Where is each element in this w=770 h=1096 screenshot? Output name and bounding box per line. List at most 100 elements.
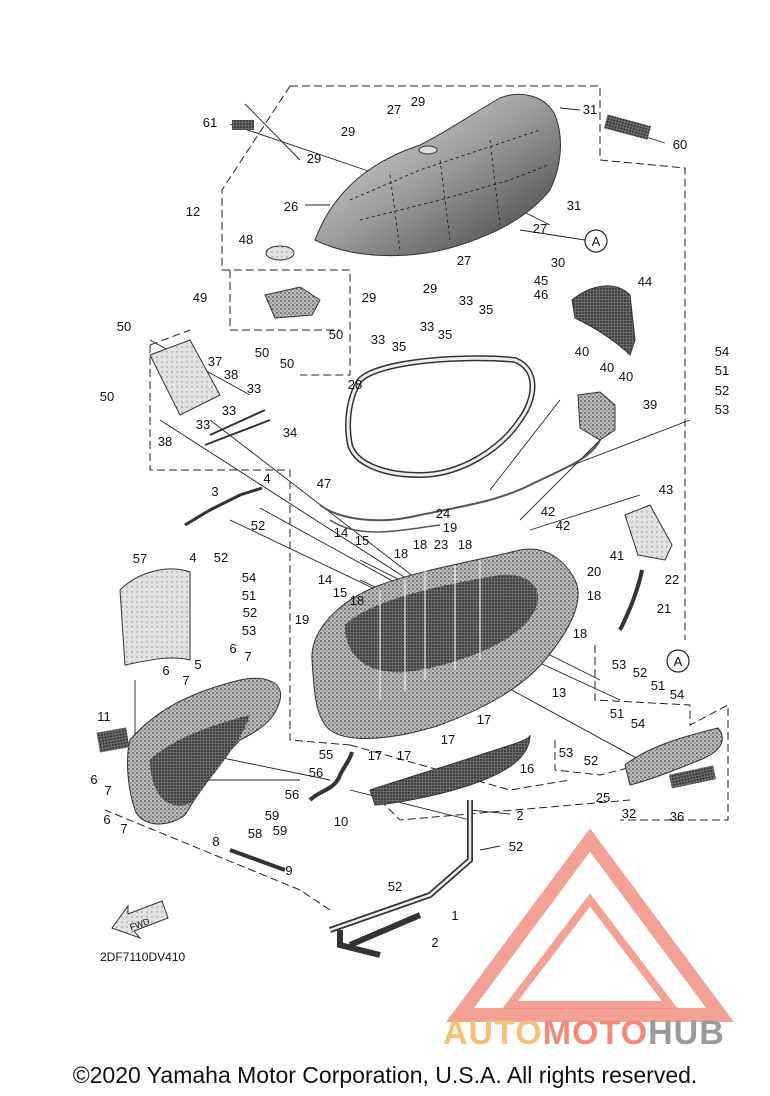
callout-c56b: 56: [285, 787, 299, 802]
callout-c54d: 54: [631, 716, 645, 731]
callout-c44: 44: [638, 274, 652, 289]
callout-c15b: 15: [333, 585, 347, 600]
callout-c35c: 35: [392, 339, 406, 354]
callout-c47: 47: [317, 476, 331, 491]
callout-c59b: 59: [273, 823, 287, 838]
callout-c26: 26: [284, 199, 298, 214]
callout-c24: 24: [436, 506, 450, 521]
callout-c51a: 51: [715, 363, 729, 378]
callout-c52f: 52: [584, 753, 598, 768]
callout-c53d: 53: [559, 745, 573, 760]
ref-marker-a1: A: [584, 229, 608, 253]
callout-c17a: 17: [477, 712, 491, 727]
callout-c6c: 6: [90, 772, 97, 787]
callout-c54a: 54: [715, 344, 729, 359]
callout-c52a: 52: [715, 383, 729, 398]
callout-c18a: 18: [394, 546, 408, 561]
cap-48: [265, 245, 295, 261]
callout-c42a: 42: [541, 504, 555, 519]
callout-c51c: 51: [651, 678, 665, 693]
callout-c33d: 33: [247, 381, 261, 396]
callout-c4b: 4: [189, 550, 196, 565]
drawing-code: 2DF7110DV410: [100, 950, 185, 964]
reflector-36: [669, 765, 716, 789]
callout-c33e: 33: [222, 403, 236, 418]
seat-26: [314, 93, 561, 257]
callout-c17b: 17: [441, 732, 455, 747]
cable-a: [329, 519, 441, 533]
callout-c42b: 42: [556, 518, 570, 533]
callout-c27a: 27: [387, 102, 401, 117]
cable-47: [319, 439, 601, 522]
callout-c58: 58: [248, 826, 262, 841]
callout-c29c: 29: [307, 151, 321, 166]
callout-c29b: 29: [341, 124, 355, 139]
callout-c16: 16: [520, 761, 534, 776]
callout-c6a: 6: [162, 663, 169, 678]
callout-c29d: 29: [362, 290, 376, 305]
callout-c18f: 18: [573, 626, 587, 641]
callout-c50c: 50: [255, 345, 269, 360]
callout-c40c: 40: [619, 369, 633, 384]
storage-box: [311, 548, 579, 739]
callout-c40a: 40: [575, 344, 589, 359]
callout-c29a: 29: [411, 94, 425, 109]
callout-c52g: 52: [509, 839, 523, 854]
callout-c34: 34: [283, 425, 297, 440]
callout-c13: 13: [552, 685, 566, 700]
callout-c52b: 52: [251, 518, 265, 533]
callout-c53b: 53: [242, 623, 256, 638]
callout-c33a: 33: [459, 293, 473, 308]
callout-c2b: 2: [431, 935, 438, 950]
callout-c40b: 40: [600, 360, 614, 375]
callout-c33c: 33: [371, 332, 385, 347]
callout-c14a: 14: [334, 525, 348, 540]
side-cover-5: [127, 677, 282, 825]
bracket-34: [204, 409, 271, 446]
callout-c51b: 51: [242, 588, 256, 603]
badge-11: [96, 727, 130, 753]
callout-c8: 8: [212, 834, 219, 849]
svg-text:A: A: [674, 654, 683, 669]
seat-gasket-28: [345, 355, 536, 479]
callout-c15a: 15: [355, 533, 369, 548]
callout-c31a: 31: [583, 102, 597, 117]
label-60: [603, 114, 652, 140]
callout-c27c: 27: [457, 253, 471, 268]
callout-c48: 48: [239, 232, 253, 247]
callout-c41: 41: [610, 548, 624, 563]
callout-c12: 12: [186, 204, 200, 219]
callout-c20: 20: [587, 564, 601, 579]
hose-10: [308, 751, 354, 802]
callout-c7d: 7: [120, 821, 127, 836]
panel-57: [119, 568, 191, 666]
callout-c1: 1: [451, 908, 458, 923]
callout-c59a: 59: [265, 808, 279, 823]
callout-c57: 57: [133, 551, 147, 566]
callout-c6d: 6: [103, 812, 110, 827]
callout-c36: 36: [670, 809, 684, 824]
callout-c50d: 50: [280, 356, 294, 371]
watermark-part1: AUTO: [443, 1014, 543, 1052]
panel-37: [149, 339, 221, 416]
bracket-3: [184, 486, 263, 527]
lock-49: [264, 286, 321, 319]
callout-c49: 49: [193, 290, 207, 305]
callout-c27b: 27: [533, 221, 547, 236]
callout-c37: 37: [208, 354, 222, 369]
label-61: [232, 120, 254, 130]
callout-c28: 28: [348, 377, 362, 392]
callout-c25: 25: [596, 790, 610, 805]
callout-c30: 30: [551, 255, 565, 270]
callout-c21: 21: [657, 601, 671, 616]
callout-c31b: 31: [567, 198, 581, 213]
callout-c50b: 50: [329, 327, 343, 342]
callout-c32: 32: [622, 806, 636, 821]
callout-c52d: 52: [243, 605, 257, 620]
callout-c52c: 52: [214, 550, 228, 565]
hose-21: [618, 569, 644, 631]
callout-c23: 23: [434, 537, 448, 552]
lock-39: [577, 391, 616, 441]
callout-c4a: 4: [263, 471, 270, 486]
